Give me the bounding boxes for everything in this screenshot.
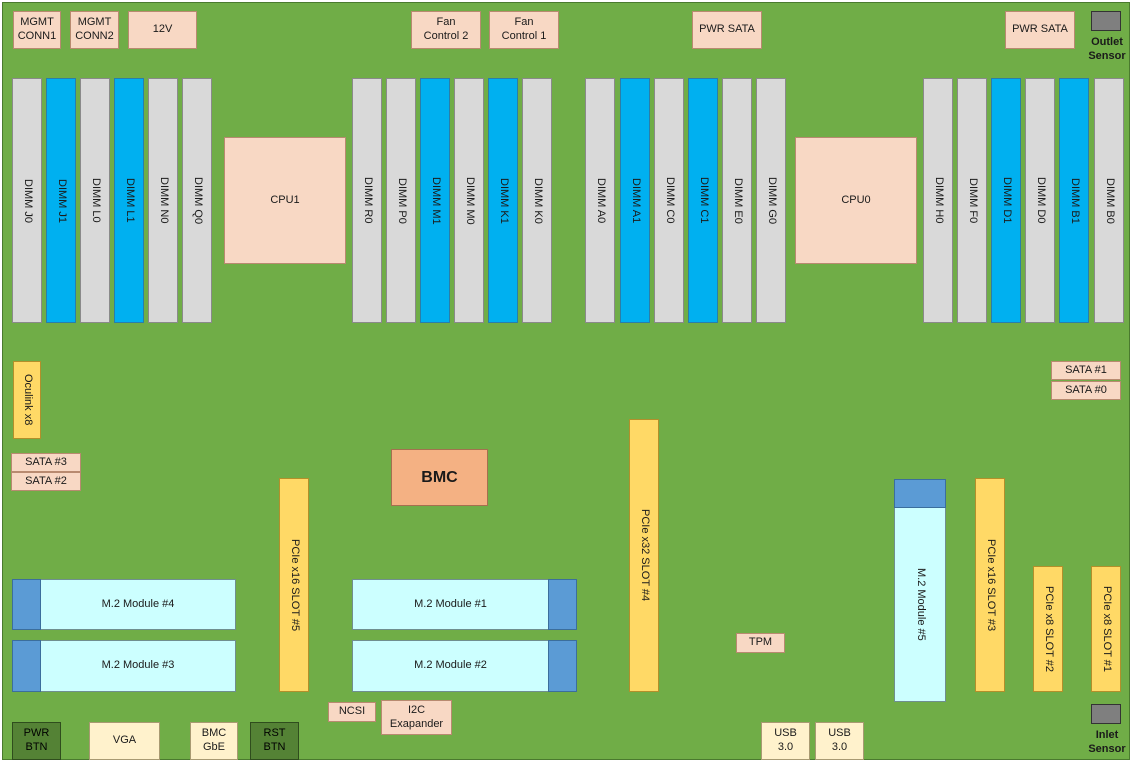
dimm-slot: DIMM R0 (352, 78, 382, 323)
power-12v-connector: 12V (128, 11, 197, 49)
sata1-connector: SATA #1 (1051, 361, 1121, 380)
bmc-gbe-port: BMC GbE (190, 722, 238, 760)
cpu1-socket: CPU1 (224, 137, 346, 264)
dimm-slot: DIMM F0 (957, 78, 987, 323)
oculink-x8-connector: Oculink x8 (13, 361, 41, 439)
dimm-slot: DIMM J0 (12, 78, 42, 323)
vga-port: VGA (89, 722, 160, 760)
dimm-slot: DIMM K0 (522, 78, 552, 323)
m2-module-2-connector (548, 640, 577, 692)
m2-module-5-connector (894, 479, 946, 508)
dimm-slot: DIMM H0 (923, 78, 953, 323)
dimm-slot: DIMM N0 (148, 78, 178, 323)
usb3-port: USB 3.0 (761, 722, 810, 760)
usb3-port: USB 3.0 (815, 722, 864, 760)
rst-button: RST BTN (250, 722, 299, 760)
dimm-slot: DIMM B1 (1059, 78, 1089, 323)
pwr-button: PWR BTN (12, 722, 61, 760)
sata0-connector: SATA #0 (1051, 381, 1121, 400)
pcie-x8-slot2: PCIe x8 SLOT #2 (1033, 566, 1063, 692)
bmc-chip: BMC (391, 449, 488, 506)
mgmt-conn1: MGMT CONN1 (13, 11, 61, 49)
fan-control-1: Fan Control 1 (489, 11, 559, 49)
m2-module-5: M.2 Module #5 (894, 479, 946, 702)
sata3-connector: SATA #3 (11, 453, 81, 472)
dimm-slot: DIMM D1 (991, 78, 1021, 323)
mgmt-conn2: MGMT CONN2 (70, 11, 119, 49)
dimm-slot: DIMM M0 (454, 78, 484, 323)
pcie-x32-slot4: PCIe x32 SLOT #4 (629, 419, 659, 692)
dimm-slot: DIMM G0 (756, 78, 786, 323)
m2-module-3-connector (12, 640, 41, 692)
cpu0-socket: CPU0 (795, 137, 917, 264)
dimm-slot: DIMM C0 (654, 78, 684, 323)
pcie-x16-slot3: PCIe x16 SLOT #3 (975, 478, 1005, 692)
tpm-header: TPM (736, 633, 785, 653)
pwr-sata-connector-left: PWR SATA (692, 11, 762, 49)
inlet-sensor-label: Inlet Sensor (1088, 729, 1126, 756)
dimm-slot: DIMM C1 (688, 78, 718, 323)
dimm-slot: DIMM A0 (585, 78, 615, 323)
sata2-connector: SATA #2 (11, 472, 81, 491)
dimm-slot: DIMM Q0 (182, 78, 212, 323)
dimm-slot: DIMM K1 (488, 78, 518, 323)
m2-module-4: M.2 Module #4 (12, 579, 236, 630)
dimm-slot: DIMM B0 (1094, 78, 1124, 323)
pwr-sata-connector-right: PWR SATA (1005, 11, 1075, 49)
m2-module-3: M.2 Module #3 (12, 640, 236, 692)
inlet-sensor (1091, 704, 1121, 724)
dimm-slot: DIMM D0 (1025, 78, 1055, 323)
pcie-x16-slot5: PCIe x16 SLOT #5 (279, 478, 309, 692)
m2-module-2: M.2 Module #2 (352, 640, 577, 692)
dimm-slot: DIMM A1 (620, 78, 650, 323)
fan-control-2: Fan Control 2 (411, 11, 481, 49)
outlet-sensor-label: Outlet Sensor (1088, 36, 1126, 63)
dimm-slot: DIMM E0 (722, 78, 752, 323)
dimm-slot: DIMM L0 (80, 78, 110, 323)
outlet-sensor (1091, 11, 1121, 31)
ncsi-connector: NCSI (328, 702, 376, 722)
m2-module-1: M.2 Module #1 (352, 579, 577, 630)
dimm-slot: DIMM M1 (420, 78, 450, 323)
pcie-x8-slot1: PCIe x8 SLOT #1 (1091, 566, 1121, 692)
m2-module-4-connector (12, 579, 41, 630)
m2-module-1-connector (548, 579, 577, 630)
dimm-slot: DIMM P0 (386, 78, 416, 323)
dimm-slot: DIMM J1 (46, 78, 76, 323)
dimm-slot: DIMM L1 (114, 78, 144, 323)
i2c-expander: I2C Exapander (381, 700, 452, 735)
